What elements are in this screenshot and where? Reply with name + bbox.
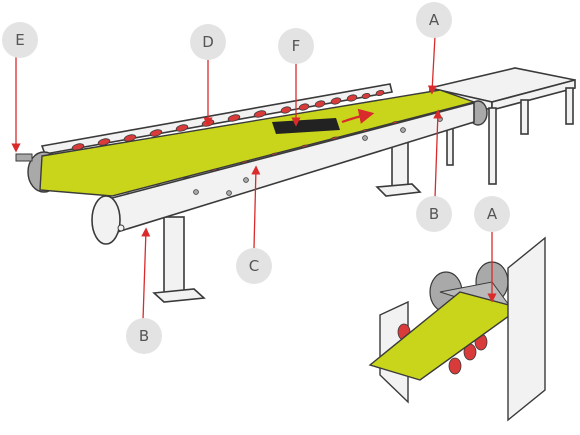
callout-b-right: B	[416, 196, 452, 232]
motor-shaft	[15, 153, 33, 162]
upper-rollers	[71, 89, 385, 151]
callout-f: F	[278, 28, 314, 64]
direction-arrow	[341, 108, 375, 124]
callout-a-top: A	[416, 2, 452, 38]
conveyor-legs	[152, 140, 422, 303]
callout-arrows	[11, 35, 497, 321]
callout-a-detail: A	[474, 196, 510, 232]
callout-c: C	[236, 248, 272, 284]
callout-b-left: B	[126, 318, 162, 354]
rail-bolts	[193, 116, 443, 196]
belt-item	[272, 118, 340, 134]
front-drum	[91, 195, 121, 245]
callout-e: E	[2, 22, 38, 58]
front-drum-axle	[117, 224, 125, 232]
callout-d: D	[190, 24, 226, 60]
detail-view	[368, 236, 546, 422]
